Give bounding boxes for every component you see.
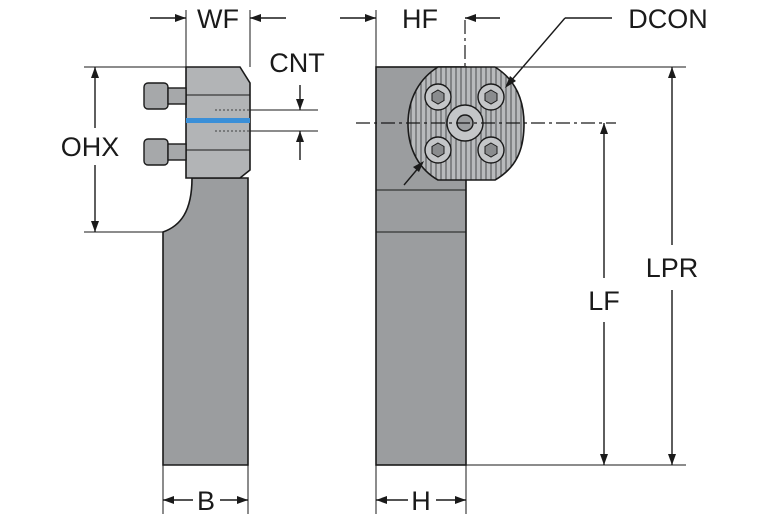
b-dimension: [162, 465, 249, 514]
lpr-dimension: [466, 66, 686, 466]
lf-label: LF: [588, 286, 620, 316]
shank-body-side: [162, 177, 249, 466]
cnt-dimension: [250, 85, 318, 160]
clamp-screw-upper: [143, 82, 187, 110]
wf-dimension: [150, 10, 286, 67]
ohx-dimension: [84, 66, 186, 233]
clamp-screw-lower: [143, 138, 187, 166]
h-label: H: [411, 486, 431, 516]
dcon-label: DCON: [628, 4, 708, 34]
h-dimension: [375, 465, 467, 514]
wf-label: WF: [197, 4, 239, 34]
cnt-label: CNT: [269, 48, 325, 78]
front-view: [340, 10, 686, 514]
lpr-label: LPR: [646, 253, 699, 283]
lf-dimension: [600, 123, 608, 465]
ohx-label: OHX: [61, 132, 120, 162]
coolant-channel: [186, 118, 250, 123]
dcon-leader: [403, 17, 612, 186]
coupling-bolt: [477, 83, 505, 111]
hf-dimension: [340, 10, 500, 67]
coupling-bolt: [424, 136, 452, 164]
b-label: B: [197, 486, 215, 516]
coupling-bolt: [477, 136, 505, 164]
coupling-bolt: [424, 83, 452, 111]
hf-label: HF: [402, 4, 438, 34]
side-view: [84, 10, 318, 514]
